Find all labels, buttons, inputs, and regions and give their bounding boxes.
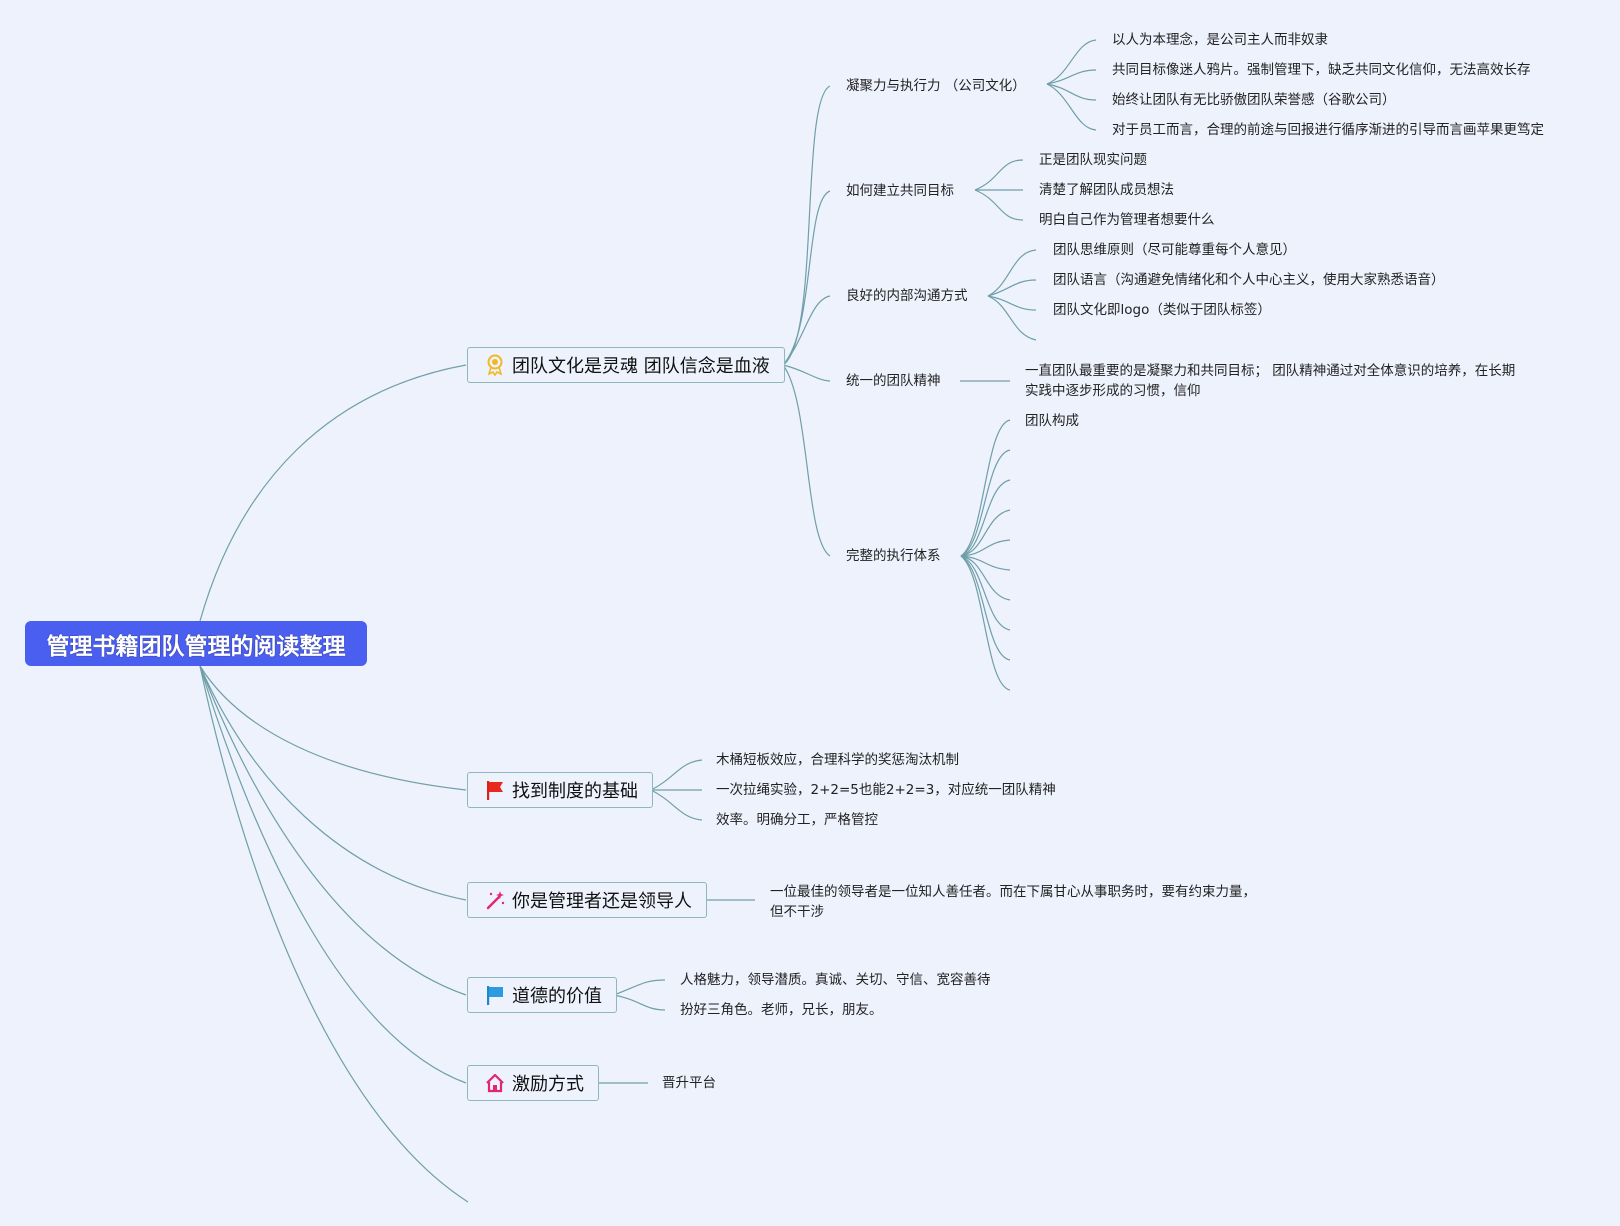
connector: [974, 189, 1024, 221]
subtopic-common-goal[interactable]: 如何建立共同目标: [846, 183, 954, 199]
branch-manager-or-leader[interactable]: 你是管理者还是领导人: [467, 882, 707, 918]
connector: [1046, 83, 1097, 101]
connector: [1046, 69, 1097, 85]
leaf-topic[interactable]: 木桶短板效应，合理科学的奖惩淘汰机制: [716, 752, 959, 768]
connector: [960, 555, 1011, 691]
connector: [960, 555, 1011, 631]
subtopic-label: 凝聚力与执行力 （公司文化）: [846, 78, 1026, 94]
connector: [987, 295, 1037, 311]
connector: [960, 419, 1011, 557]
root-title: 管理书籍团队管理的阅读整理: [46, 633, 346, 660]
connector: [199, 665, 467, 996]
connector: [199, 665, 467, 791]
leaf-topic[interactable]: 以人为本理念，是公司主人而非奴隶: [1112, 32, 1328, 48]
leaf-topic[interactable]: 效率。明确分工，严格管控: [716, 812, 878, 828]
subtopic-execution-system[interactable]: 完整的执行体系: [846, 548, 941, 564]
connector: [199, 665, 469, 1203]
leaf-topic[interactable]: 团队语言（沟通避免情绪化和个人中心主义，使用大家熟悉语音）: [1053, 272, 1445, 288]
connector: [960, 555, 1011, 661]
leaf-topic[interactable]: 清楚了解团队成员想法: [1039, 182, 1174, 198]
connector: [782, 364, 831, 382]
leaf-topic[interactable]: 人格魅力，领导潜质。真诚、关切、守信、宽容善待: [680, 972, 991, 988]
leaf-topic[interactable]: 一次拉绳实验，2+2=5也能2+2=3，对应统一团队精神: [716, 782, 1056, 798]
blue-flag-icon: [484, 984, 506, 1006]
connector: [1046, 83, 1097, 131]
branch-label: 团队文化是灵魂 团队信念是血液: [512, 356, 770, 377]
leaf-topic[interactable]: 正是团队现实问题: [1039, 152, 1147, 168]
branch-team-culture[interactable]: 团队文化是灵魂 团队信念是血液: [467, 347, 785, 383]
red-flag-icon: [484, 779, 506, 801]
magic-wand-icon: [484, 889, 506, 911]
connector: [1046, 39, 1097, 85]
subtopic-team-spirit[interactable]: 统一的团队精神: [846, 373, 941, 389]
leaf-topic[interactable]: 始终让团队有无比骄傲团队荣誉感（谷歌公司）: [1112, 92, 1396, 108]
connector: [199, 364, 467, 622]
connector: [960, 555, 1011, 601]
connector: [987, 279, 1037, 297]
connector: [960, 509, 1011, 557]
leaf-topic[interactable]: 共同目标像迷人鸦片。强制管理下，缺乏共同文化信仰，无法高效长存: [1112, 62, 1531, 78]
connector: [650, 789, 703, 821]
leaf-topic[interactable]: 对于员工而言，合理的前途与回报进行循序渐进的引导而言画苹果更笃定: [1112, 122, 1544, 138]
connector: [782, 364, 831, 557]
leaf-topic[interactable]: 明白自己作为管理者想要什么: [1039, 212, 1215, 228]
connector: [613, 994, 666, 1011]
branch-label: 激励方式: [512, 1074, 584, 1095]
leaf-topic[interactable]: 扮好三角色。老师，兄长，朋友。: [680, 1002, 883, 1018]
branch-label: 道德的价值: [512, 986, 602, 1007]
branch-incentive[interactable]: 激励方式: [467, 1065, 599, 1101]
connector: [782, 295, 831, 366]
award-icon: [484, 354, 506, 376]
connector: [650, 759, 703, 791]
leaf-topic[interactable]: 团队构成: [1025, 413, 1079, 429]
house-icon: [484, 1072, 506, 1094]
root-topic[interactable]: 管理书籍团队管理的阅读整理: [25, 621, 367, 666]
connector: [960, 555, 1011, 571]
leaf-topic[interactable]: 团队思维原则（尽可能尊重每个人意见）: [1053, 242, 1296, 258]
connector: [199, 665, 467, 901]
connector: [960, 479, 1011, 557]
branch-system-foundation[interactable]: 找到制度的基础: [467, 772, 653, 808]
connector: [960, 449, 1011, 557]
connector: [987, 249, 1037, 297]
subtopic-cohesion[interactable]: 凝聚力与执行力 （公司文化）: [846, 76, 1026, 96]
connector: [613, 979, 666, 996]
connector: [782, 190, 831, 366]
subtopic-communication[interactable]: 良好的内部沟通方式: [846, 288, 968, 304]
connector: [974, 159, 1024, 191]
connector: [960, 539, 1011, 557]
branch-moral-value[interactable]: 道德的价值: [467, 977, 617, 1013]
leaf-topic[interactable]: 团队文化即logo（类似于团队标签）: [1053, 302, 1271, 318]
leaf-topic[interactable]: 一直团队最重要的是凝聚力和共同目标； 团队精神通过对全体意识的培养，在长期实践中…: [1025, 363, 1516, 399]
branch-label: 你是管理者还是领导人: [512, 891, 692, 912]
branch-label: 找到制度的基础: [512, 781, 638, 802]
leaf-topic[interactable]: 一位最佳的领导者是一位知人善任者。而在下属甘心从事职务时，要有约束力量，但不干涉: [770, 884, 1256, 920]
connector: [199, 665, 467, 1084]
leaf-topic[interactable]: 晋升平台: [662, 1075, 716, 1091]
connector: [987, 295, 1037, 341]
